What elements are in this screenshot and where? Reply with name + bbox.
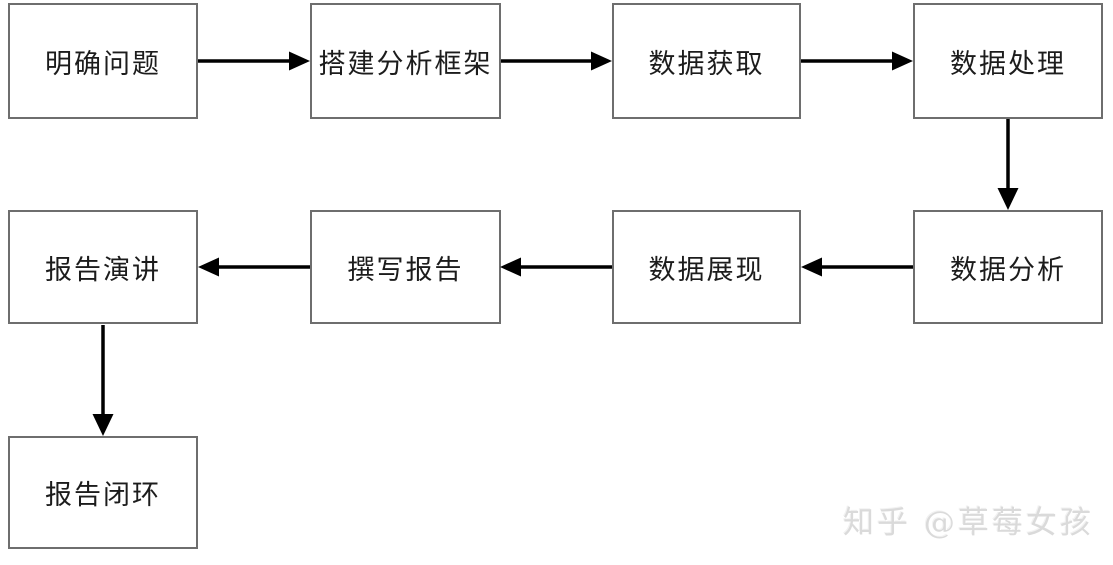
- arrow-write-report-to-report-speech: [198, 257, 310, 277]
- node-label: 明确问题: [45, 48, 161, 80]
- node-label: 搭建分析框架: [318, 48, 493, 80]
- node-label: 报告演讲: [45, 254, 161, 286]
- node-label: 数据处理: [950, 48, 1066, 80]
- node-label: 数据分析: [950, 254, 1066, 286]
- node-label: 撰写报告: [347, 254, 464, 286]
- arrow-framework-to-acquisition: [501, 51, 612, 71]
- arrow-clarify-to-framework: [198, 51, 310, 71]
- node-data-acquisition: 数据获取: [612, 3, 801, 119]
- node-build-framework: 搭建分析框架: [310, 3, 501, 119]
- node-clarify-problem: 明确问题: [8, 3, 198, 119]
- node-report-speech: 报告演讲: [8, 210, 198, 324]
- node-report-closed-loop: 报告闭环: [8, 436, 198, 549]
- arrow-report-speech-to-closed-loop: [92, 325, 114, 436]
- node-write-report: 撰写报告: [310, 210, 501, 324]
- arrow-presentation-to-write-report: [500, 257, 612, 277]
- node-data-presentation: 数据展现: [612, 210, 801, 324]
- node-label: 数据获取: [648, 48, 765, 80]
- node-data-processing: 数据处理: [913, 3, 1103, 119]
- node-data-analysis: 数据分析: [913, 210, 1103, 324]
- arrow-analysis-to-presentation: [801, 257, 913, 277]
- arrow-acquisition-to-processing: [801, 51, 913, 71]
- node-label: 数据展现: [648, 254, 765, 286]
- arrow-processing-to-analysis: [997, 119, 1019, 210]
- zhihu-watermark: 知乎 @草莓女孩: [843, 505, 1094, 541]
- node-label: 报告闭环: [45, 480, 161, 511]
